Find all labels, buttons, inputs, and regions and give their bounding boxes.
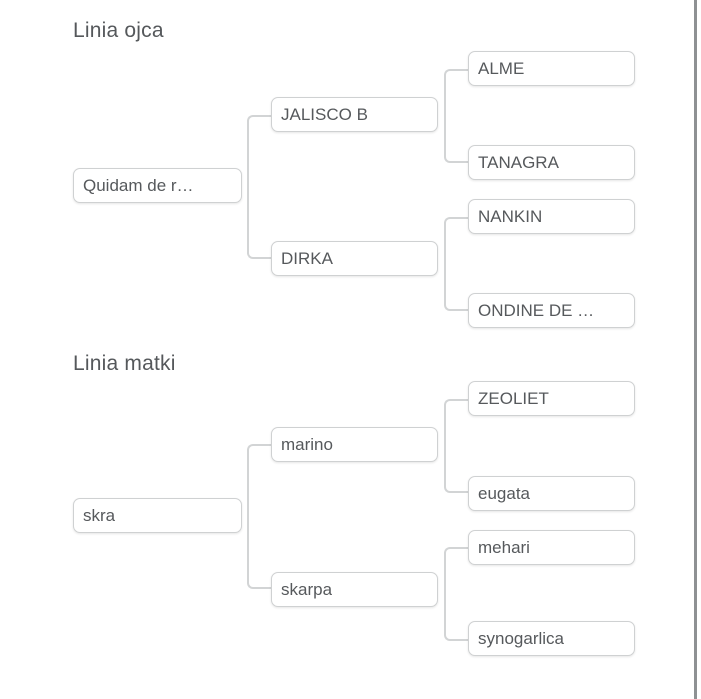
node-father-root[interactable]: Quidam de r… bbox=[73, 168, 242, 203]
node-mother-root[interactable]: skra bbox=[73, 498, 242, 533]
node-label: ZEOLIET bbox=[478, 388, 549, 408]
node-label: ONDINE DE … bbox=[478, 300, 595, 320]
node-label: marino bbox=[281, 434, 333, 454]
node-mother-gen2-2[interactable]: skarpa bbox=[271, 572, 438, 607]
node-father-gen3-3[interactable]: NANKIN bbox=[468, 199, 635, 234]
connector-father-root-to-gen2 bbox=[247, 115, 273, 259]
node-label: synogarlica bbox=[478, 628, 564, 648]
section-title-father-line: Linia ojca bbox=[73, 19, 164, 42]
node-mother-gen3-2[interactable]: eugata bbox=[468, 476, 635, 511]
connector-mother-root-to-gen2 bbox=[247, 444, 273, 589]
node-label: skarpa bbox=[281, 579, 333, 599]
node-father-gen3-4[interactable]: ONDINE DE … bbox=[468, 293, 635, 328]
vertical-scrollbar[interactable] bbox=[694, 0, 697, 699]
node-label: DIRKA bbox=[281, 248, 333, 268]
node-father-gen2-2[interactable]: DIRKA bbox=[271, 241, 438, 276]
node-label: JALISCO B bbox=[281, 104, 368, 124]
node-label: NANKIN bbox=[478, 206, 543, 226]
node-label: TANAGRA bbox=[478, 152, 559, 172]
connector-father-jalisco-to-gen3 bbox=[444, 69, 469, 163]
node-mother-gen3-3[interactable]: mehari bbox=[468, 530, 635, 565]
node-mother-gen3-4[interactable]: synogarlica bbox=[468, 621, 635, 656]
node-label: mehari bbox=[478, 537, 530, 557]
node-mother-gen2-1[interactable]: marino bbox=[271, 427, 438, 462]
node-label: skra bbox=[83, 505, 116, 525]
connector-father-dirka-to-gen3 bbox=[444, 217, 469, 311]
node-label: ALME bbox=[478, 58, 525, 78]
node-father-gen2-1[interactable]: JALISCO B bbox=[271, 97, 438, 132]
node-mother-gen3-1[interactable]: ZEOLIET bbox=[468, 381, 635, 416]
node-father-gen3-2[interactable]: TANAGRA bbox=[468, 145, 635, 180]
node-label: eugata bbox=[478, 483, 530, 503]
section-title-mother-line: Linia matki bbox=[73, 352, 176, 375]
connector-mother-skarpa-to-gen3 bbox=[444, 547, 469, 641]
connector-mother-marino-to-gen3 bbox=[444, 399, 469, 493]
node-father-gen3-1[interactable]: ALME bbox=[468, 51, 635, 86]
node-label: Quidam de r… bbox=[83, 175, 194, 195]
